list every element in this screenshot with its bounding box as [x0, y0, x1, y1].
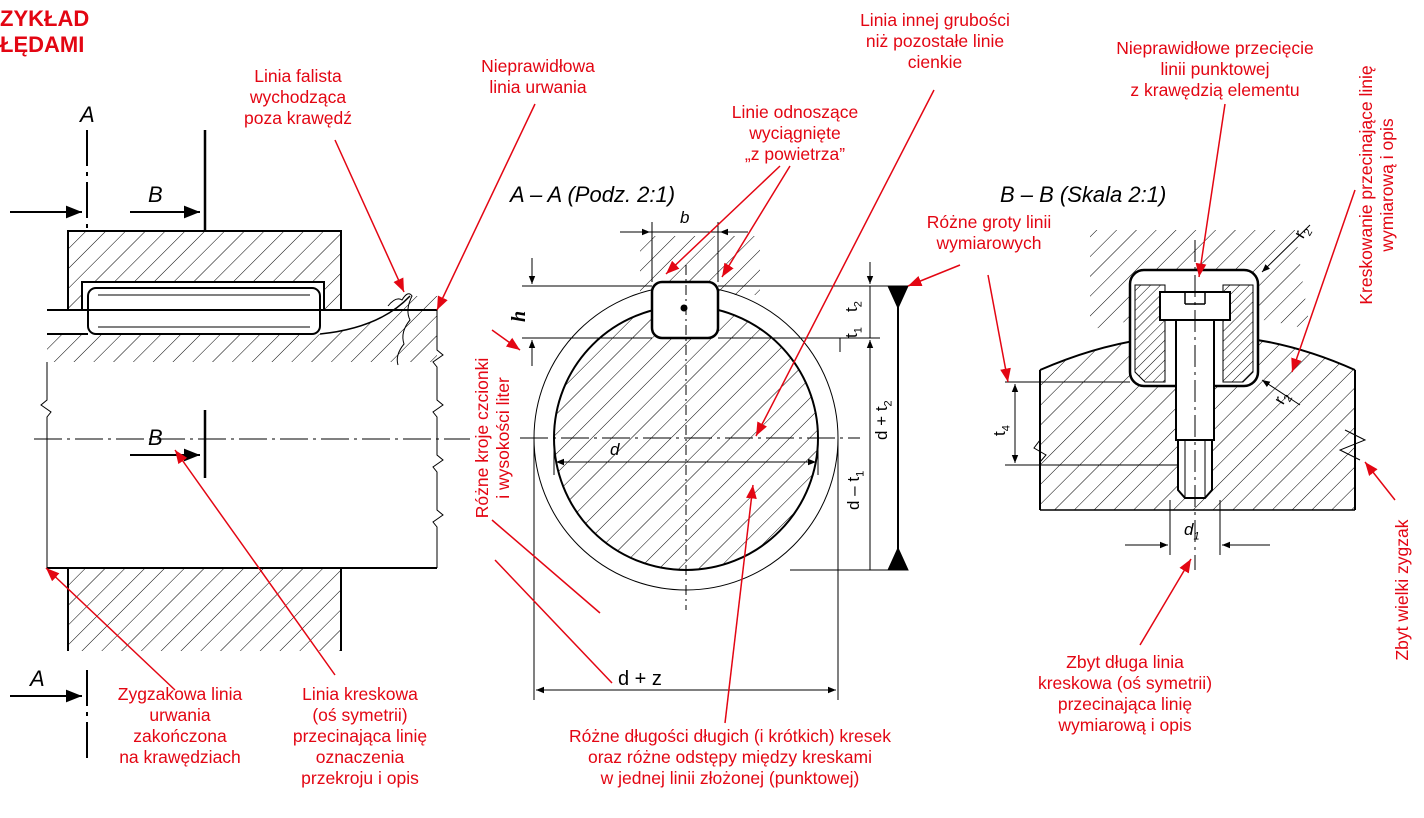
dim-t4: t4: [990, 425, 1012, 436]
dim-d-minus-t1: d – t1: [844, 471, 866, 510]
label-b-mid: B: [148, 425, 163, 450]
annotation-line: Linie odnoszące: [731, 102, 859, 122]
title-line-2: ŁĘDAMI: [0, 32, 85, 57]
annotation-line: urwania: [149, 705, 211, 725]
annotation-nieprawidlowe-przeciecie: Nieprawidłowe przecięcie linii punktowej…: [1090, 38, 1340, 101]
annotation-line: kreskowa (oś symetrii): [1037, 673, 1213, 693]
annotation-zbyt-dluga: Zbyt długa linia kreskowa (oś symetrii) …: [1020, 652, 1230, 736]
dim-text: d: [1184, 520, 1194, 539]
annotation-line: linii punktowej: [1160, 59, 1270, 79]
annotation-line: Linia kreskowa: [302, 684, 418, 704]
annotation-line: i wysokości liter: [493, 377, 513, 499]
annotation-line: Nieprawidłowe przecięcie: [1116, 38, 1314, 58]
annotation-zygzakowa: Zygzakowa linia urwania zakończona na kr…: [95, 684, 265, 768]
annotation-line: Linia falista: [254, 66, 342, 86]
annotation-line: niż pozostałe linie: [865, 31, 1005, 51]
dim-h: h: [508, 310, 530, 322]
dim-text: d – t: [844, 476, 863, 510]
annotation-kreskowanie: Kreskowanie przecinające linię wymiarową…: [1356, 20, 1398, 350]
section-aa: [520, 222, 909, 700]
annotation-line: zakończona: [133, 726, 227, 746]
view-title-aa: A – A (Podz. 2:1): [510, 182, 676, 207]
annotation-line: oznaczenia: [315, 747, 405, 767]
dim-text: t: [842, 307, 861, 312]
shaft-view: [10, 130, 470, 760]
annotation-rozne-kroje: Różne kroje czcionki i wysokości liter: [472, 328, 514, 548]
annotation-line: Różne groty linii: [926, 212, 1052, 232]
dim-d1: d1: [1184, 520, 1200, 542]
annotation-zbyt-wielki: Zbyt wielki zygzak: [1392, 500, 1413, 680]
annotation-line: Zbyt wielki zygzak: [1392, 519, 1412, 661]
dim-b: b: [680, 208, 690, 227]
annotation-rozne-dlugosci: Różne długości długich (i krótkich) kres…: [525, 726, 935, 789]
annotation-line: przecinająca linię: [292, 726, 428, 746]
dim-sub: 1: [1193, 530, 1200, 543]
annotation-line: przekroju i opis: [301, 768, 419, 788]
label-a-bottom: A: [30, 666, 45, 691]
annotation-linia-innej-grubosci: Linia innej grubości niż pozostałe linie…: [850, 10, 1020, 73]
dim-d-plus-t2: d + t2: [872, 400, 894, 440]
annotation-nieprawidlowa-linia: Nieprawidłowa linia urwania: [470, 56, 606, 98]
dim-text: d + t: [872, 406, 891, 440]
view-title-bb: B – B (Skala 2:1): [1000, 182, 1167, 207]
dim-sub: 2: [882, 400, 895, 407]
annotation-line: poza krawędź: [244, 108, 352, 128]
annotation-line: z krawędzią elementu: [1130, 80, 1300, 100]
dim-sub: 1: [852, 327, 865, 334]
annotation-line: (oś symetrii): [312, 705, 408, 725]
annotation-line: w jednej linii złożonej (punktowej): [600, 768, 860, 788]
annotation-line: Różne długości długich (i krótkich) kres…: [569, 726, 891, 746]
dim-text: t: [990, 431, 1009, 436]
annotation-line: Zbyt długa linia: [1066, 652, 1184, 672]
annotation-leaders: [45, 89, 1396, 724]
dim-d: d: [610, 440, 620, 459]
annotation-line: wymiarową i opis: [1058, 715, 1192, 735]
annotation-linia-falista: Linia falista wychodząca poza krawędź: [232, 66, 364, 129]
page-title: ZYKŁAD ŁĘDAMI: [0, 6, 89, 58]
section-bb: [1005, 224, 1367, 570]
annotation-line: Zygzakowa linia: [117, 684, 243, 704]
annotation-line: przecinająca linię: [1057, 694, 1193, 714]
dim-t1: t1: [842, 327, 864, 338]
annotation-line: cienkie: [907, 52, 963, 72]
annotation-linie-odnoszace: Linie odnoszące wyciągnięte „z powietrza…: [720, 102, 870, 165]
annotation-line: Kreskowanie przecinające linię: [1356, 65, 1376, 305]
annotation-line: Nieprawidłowa: [481, 56, 595, 76]
dim-d-plus-z: d + z: [618, 668, 662, 690]
dim-text: t: [842, 333, 861, 338]
label-a-top: A: [80, 102, 95, 127]
annotation-line: wychodząca: [249, 87, 347, 107]
annotation-line: Linia innej grubości: [860, 10, 1010, 30]
annotation-line: Różne kroje czcionki: [472, 357, 492, 519]
annotation-line: wymiarowych: [936, 233, 1042, 253]
annotation-line: oraz różne odstępy między kreskami: [588, 747, 872, 767]
annotation-line: na krawędziach: [119, 747, 241, 767]
dim-sub: 1: [854, 470, 867, 477]
annotation-line: wymiarową i opis: [1377, 118, 1397, 252]
dim-sub: 4: [1000, 425, 1013, 432]
dim-t2: t2: [842, 301, 864, 312]
annotation-line: wyciągnięte: [749, 123, 841, 143]
annotation-line: linia urwania: [489, 77, 587, 97]
label-b-top: B: [148, 182, 163, 207]
title-line-1: ZYKŁAD: [0, 6, 90, 31]
annotation-rozne-groty: Różne groty linii wymiarowych: [905, 212, 1073, 254]
dim-sub: 2: [852, 301, 865, 308]
annotation-linia-kreskowa: Linia kreskowa (oś symetrii) przecinając…: [285, 684, 435, 789]
annotation-line: „z powietrza”: [744, 144, 846, 164]
